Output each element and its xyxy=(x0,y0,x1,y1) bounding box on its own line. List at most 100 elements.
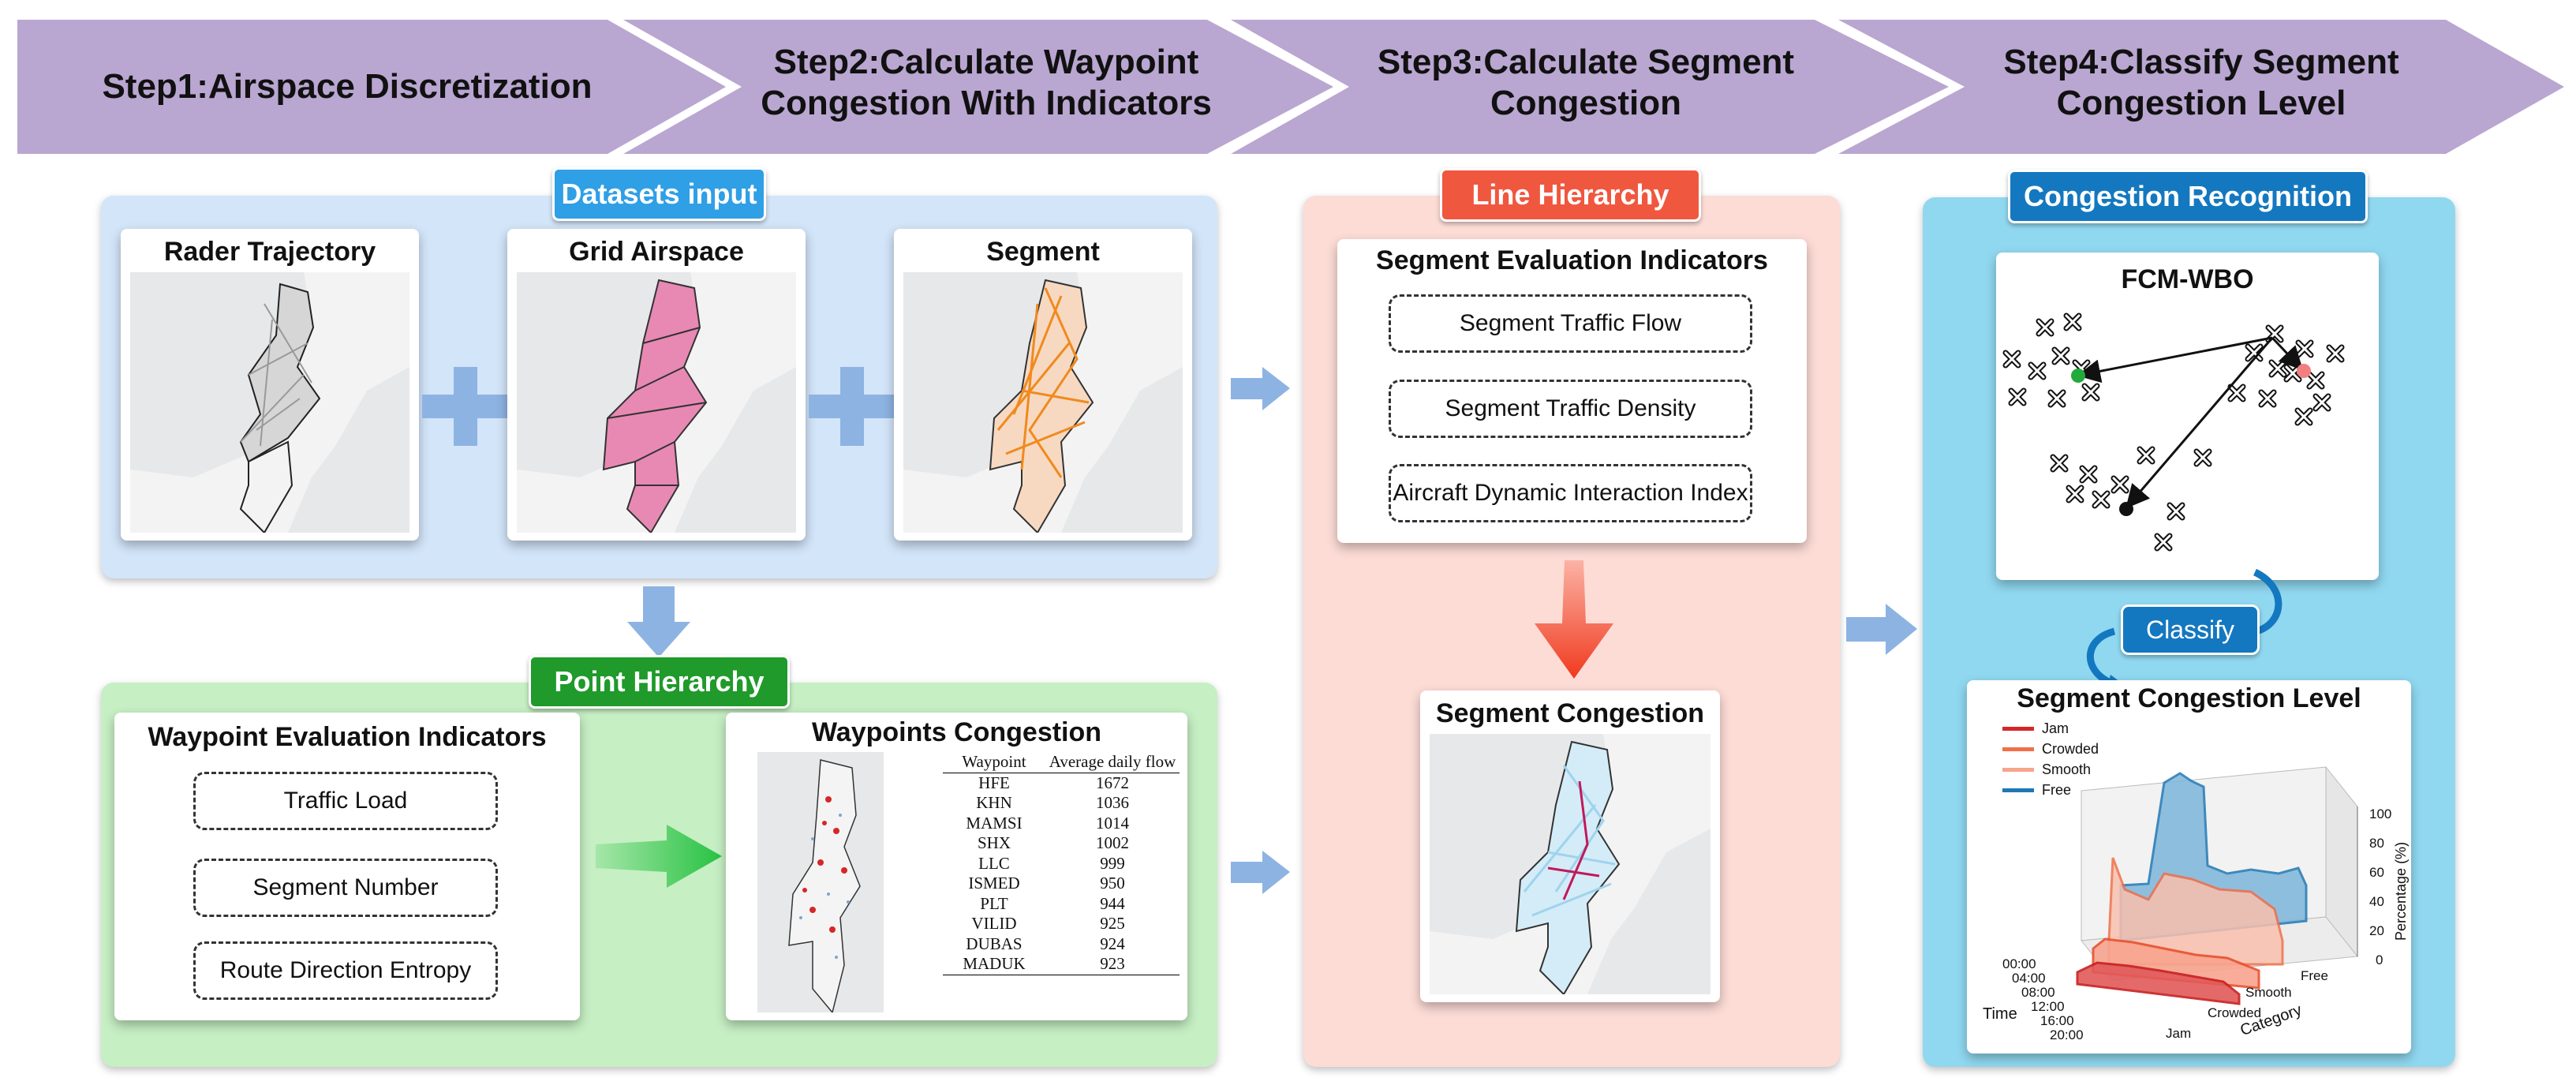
step2-text-line1: Step2:Calculate Waypoint xyxy=(773,43,1199,81)
green-arrow-icon xyxy=(596,825,722,888)
congestion-level-title: Segment Congestion Level xyxy=(2017,683,2361,713)
step1-chevron xyxy=(17,20,726,154)
segment-congestion-card: Segment Congestion xyxy=(1420,690,1720,1002)
table-row: VILID 925 xyxy=(943,914,1180,934)
table-row: KHN 1036 xyxy=(943,793,1180,814)
table-header-row: Waypoint Average daily flow xyxy=(943,752,1180,773)
center-arrow-red xyxy=(2271,336,2304,371)
rader-trajectory-title: Rader Trajectory xyxy=(163,237,376,267)
legend-line-free xyxy=(2002,788,2034,792)
fcm-wbo-scatter xyxy=(1996,253,2379,580)
table-cell-waypoint: SHX xyxy=(977,833,1011,852)
waypoints-congestion-title: Waypoints Congestion xyxy=(811,717,1102,747)
legend-item-smooth: Smooth xyxy=(2002,759,2099,780)
time-tick-0000: 00:00 xyxy=(2002,956,2036,971)
legend-label-smooth: Smooth xyxy=(2042,761,2092,777)
table-cell-waypoint: DUBAS xyxy=(966,934,1023,953)
grid-airspace-card: Grid Airspace xyxy=(507,229,806,541)
step4-text-line2: Congestion Level xyxy=(2056,84,2346,122)
congestion-3d-chart xyxy=(2076,765,2358,1005)
series-smooth xyxy=(2107,857,2284,966)
segment-congestion-title: Segment Congestion xyxy=(1435,698,1705,728)
time-tick-0400: 04:00 xyxy=(2012,971,2046,986)
grid-airspace-title: Grid Airspace xyxy=(569,237,744,267)
waypoint-indicators-title: Waypoint Evaluation Indicators xyxy=(148,722,547,752)
table-cell-flow: 950 xyxy=(1100,874,1125,893)
step3-text-line2: Congestion xyxy=(1490,84,1681,122)
arrow-down-icon xyxy=(627,586,690,657)
segment-indicators-card: Segment Evaluation Indicators Segment Tr… xyxy=(1337,239,1807,543)
rader-trajectory-card: Rader Trajectory xyxy=(121,229,419,541)
step1-label: Step1:Airspace Discretization xyxy=(47,47,647,126)
line-hierarchy-tag: Line Hierarchy xyxy=(1440,168,1701,222)
datasets-tag: Datasets input xyxy=(552,167,766,221)
table-header-flow: Average daily flow xyxy=(1049,752,1176,771)
fcm-wbo-title: FCM-WBO xyxy=(2121,264,2254,294)
time-tick-1200: 12:00 xyxy=(2031,999,2065,1014)
table-row: ISMED 950 xyxy=(943,874,1180,894)
chart-legend: Jam Crowded Smooth Free xyxy=(2002,718,2099,800)
table-cell-flow: 1014 xyxy=(1096,813,1129,833)
segment-number-box: Segment Number xyxy=(193,859,498,917)
cluster-center-green xyxy=(2071,369,2085,383)
legend-item-jam: Jam xyxy=(2002,718,2099,739)
legend-line-jam xyxy=(2002,726,2034,731)
segment-map xyxy=(903,272,1183,533)
cluster-points xyxy=(2006,316,2342,548)
table-cell-waypoint: LLC xyxy=(978,853,1010,873)
table-cell-flow: 999 xyxy=(1100,853,1125,873)
legend-label-crowded: Crowded xyxy=(2042,740,2099,757)
category-tick-free: Free xyxy=(2301,968,2328,983)
segment-traffic-density-box: Segment Traffic Density xyxy=(1389,380,1752,438)
table-row: MAMSI 1014 xyxy=(943,814,1180,834)
step3-text-line1: Step3:Calculate Segment xyxy=(1377,43,1795,81)
red-arrow-down-icon xyxy=(1535,560,1613,679)
table-row: HFE 1672 xyxy=(943,773,1180,794)
legend-item-crowded: Crowded xyxy=(2002,739,2099,759)
step4-chevron xyxy=(1838,20,2564,154)
segment-traffic-flow-box: Segment Traffic Flow xyxy=(1389,294,1752,353)
segment-indicators-title: Segment Evaluation Indicators xyxy=(1376,245,1768,275)
table-cell-flow: 1672 xyxy=(1096,773,1129,792)
cluster-center-black xyxy=(2119,502,2133,516)
plus-icon-1 xyxy=(422,367,509,446)
waypoint-indicators-card: Waypoint Evaluation Indicators Traffic L… xyxy=(114,713,580,1020)
step4-label: Step4:Classify Segment Congestion Level xyxy=(1925,39,2477,126)
waypoints-congestion-map xyxy=(757,752,884,1012)
step1-text: Step1:Airspace Discretization xyxy=(102,67,593,106)
point-hierarchy-tag: Point Hierarchy xyxy=(529,655,790,709)
cluster-center-red xyxy=(2297,364,2311,378)
table-cell-flow: 923 xyxy=(1100,954,1125,973)
z-tick-100: 100 xyxy=(2369,806,2392,821)
table-cell-flow: 924 xyxy=(1100,934,1125,953)
table-cell-waypoint: PLT xyxy=(980,893,1008,913)
table-row: LLC 999 xyxy=(943,854,1180,874)
time-tick-0800: 08:00 xyxy=(2021,985,2055,1000)
table-cell-waypoint: ISMED xyxy=(968,874,1020,893)
step4-text-line1: Step4:Classify Segment xyxy=(2003,43,2399,81)
table-cell-waypoint: MAMSI xyxy=(966,813,1023,833)
waypoint-table: Waypoint Average daily flow HFE 1672 KHN 1… xyxy=(943,752,1180,975)
z-tick-0: 0 xyxy=(2376,952,2383,967)
congestion-level-card: Segment Congestion Level Jam Crowded Smo… xyxy=(1967,680,2411,1053)
table-cell-waypoint: VILID xyxy=(971,914,1017,933)
time-axis-label: Time xyxy=(1983,1005,2017,1023)
step-banner xyxy=(17,20,2564,154)
traffic-load-box: Traffic Load xyxy=(193,772,498,830)
table-row: PLT 944 xyxy=(943,894,1180,915)
route-direction-entropy-box: Route Direction Entropy xyxy=(193,941,498,1000)
table-cell-flow: 925 xyxy=(1100,914,1125,933)
step2-text-line2: Congestion With Indicators xyxy=(761,84,1212,122)
step3-label: Step3:Calculate Segment Congestion xyxy=(1310,39,1862,126)
step2-chevron xyxy=(623,20,1333,154)
table-cell-flow: 944 xyxy=(1100,893,1125,913)
table-cell-flow: 1036 xyxy=(1096,793,1129,812)
legend-label-jam: Jam xyxy=(2042,720,2069,736)
table-cell-waypoint: HFE xyxy=(978,773,1010,792)
z-tick-60: 60 xyxy=(2369,865,2384,880)
legend-line-crowded xyxy=(2002,747,2034,751)
table-row: DUBAS 924 xyxy=(943,934,1180,955)
waypoints-congestion-card: Waypoints Congestion Waypoint Average da… xyxy=(726,713,1187,1020)
table-cell-waypoint: KHN xyxy=(976,793,1012,812)
table-cell-flow: 1002 xyxy=(1096,833,1129,852)
